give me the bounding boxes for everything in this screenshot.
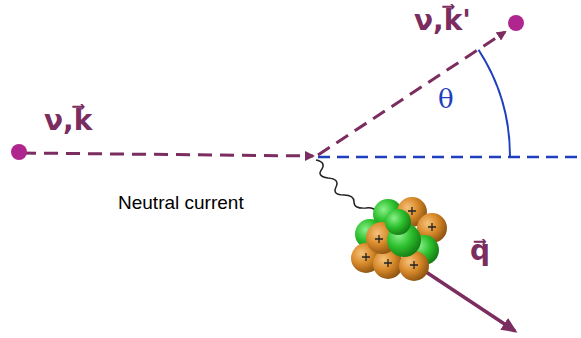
recoil-arrow: [420, 268, 515, 331]
neutron: [385, 209, 411, 235]
boson-wavy-line: [316, 160, 378, 213]
particle-label: ν,k⃗: [44, 104, 92, 138]
neutrino-dot: [11, 144, 27, 160]
angle-label: θ: [438, 84, 454, 115]
incoming-neutrino-line: [22, 153, 313, 156]
process-label: Neutral current: [118, 192, 244, 215]
momentum-label: q⃗: [470, 234, 490, 268]
particle-label: ν,k⃗': [414, 4, 471, 38]
reference-line: [318, 156, 581, 159]
angle-arc: [479, 50, 511, 156]
nucleus: [351, 197, 447, 281]
charge-sign: [362, 207, 436, 269]
neutrino-dot: [508, 15, 524, 31]
outgoing-neutrino-line: [318, 32, 505, 155]
